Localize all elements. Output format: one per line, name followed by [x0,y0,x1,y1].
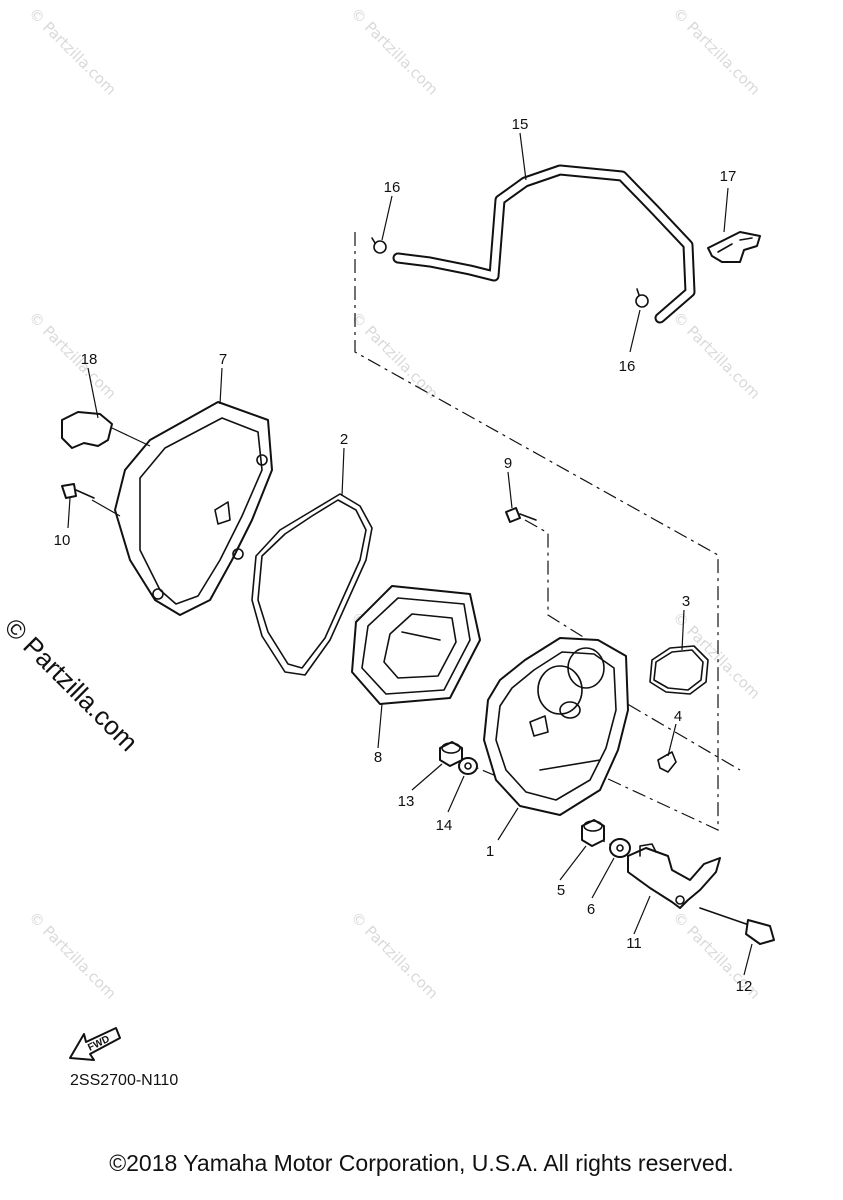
watermark-tile: © Partzilla.com [25,4,120,99]
callout-1: 1 [486,843,494,860]
fwd-arrow-icon: FWD [69,1027,121,1061]
collar-6 [609,838,631,858]
callout-3: 3 [682,593,690,610]
decal-label [61,411,113,449]
seal-ring-inner [653,649,704,691]
callout-9: 9 [504,455,512,472]
watermark-tile: © Partzilla.com [347,4,442,99]
hose-clip-lower [635,288,649,308]
case-screw [505,507,537,523]
callout-4: 4 [674,708,682,725]
assembly-outline-inner [524,519,741,771]
callout-14: 14 [436,817,453,834]
bracket-bolt [699,907,775,945]
case-gasket-inner [257,499,367,669]
collar-14 [458,757,478,775]
diagram-code: 2SS2700-N110 [70,1072,179,1089]
callout-18: 18 [81,351,98,368]
callout-15: 15 [512,116,529,133]
damper-13 [439,741,463,767]
callout-16-lower: 16 [619,358,636,375]
watermark-tile: © Partzilla.com [669,4,764,99]
watermark-tile: © Partzilla.com [25,308,120,403]
callout-7: 7 [219,351,227,368]
air-filter-cover [114,401,273,616]
breather-hose-inner [394,166,694,322]
callout-5: 5 [557,882,565,899]
callout-13: 13 [398,793,415,810]
fwd-arrow-label: FWD [86,1034,111,1054]
watermark-tile: © Partzilla.com [25,908,120,1003]
callout-numbers: 15 16 17 16 18 7 2 9 10 3 4 8 13 14 1 5 … [54,116,753,995]
callout-11: 11 [626,935,642,952]
callout-12: 12 [736,978,753,995]
callout-16-upper: 16 [384,179,401,196]
air-filter-case [483,637,629,816]
callout-17: 17 [720,168,737,185]
hose-holder-clamp [707,231,761,263]
callout-8: 8 [374,749,382,766]
case-gasket [251,493,373,676]
watermark-tile: © Partzilla.com [347,908,442,1003]
watermark-tile: © Partzilla.com [669,308,764,403]
leader-lines [67,132,753,976]
callout-6: 6 [587,901,595,918]
callout-2: 2 [340,431,348,448]
copyright-notice: ©2018 Yamaha Motor Corporation, U.S.A. A… [109,1150,734,1176]
air-filter-element [351,585,481,705]
retaining-clip [657,751,677,773]
callout-10: 10 [54,532,71,549]
hose-clip-upper [371,237,387,254]
mounting-bracket [627,843,721,909]
seal-ring [649,645,709,695]
cover-bolt [61,483,95,499]
damper-5 [581,819,605,847]
